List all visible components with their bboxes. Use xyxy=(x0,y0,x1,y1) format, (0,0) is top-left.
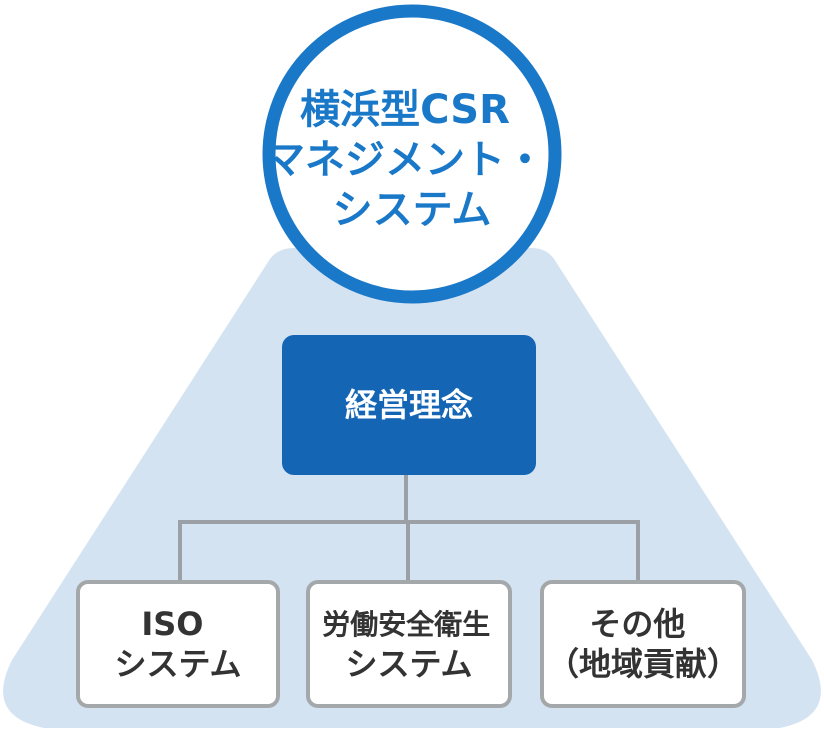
system-other-label: その他 （地域貢献） xyxy=(547,605,739,683)
system-box-other xyxy=(540,580,746,708)
system-other-line-2: （地域貢献） xyxy=(547,645,739,683)
system-safety-line-2: システム xyxy=(345,645,472,683)
csr-system-circle xyxy=(262,4,562,304)
connector-lines xyxy=(178,475,640,584)
csr-title-line-3: システム xyxy=(333,187,492,233)
system-box-iso xyxy=(76,580,280,708)
system-iso-line-2: システム xyxy=(114,645,241,683)
philosophy-label: 経営理念 xyxy=(345,386,473,424)
system-safety-line-1: 労働安全衛生 xyxy=(322,608,490,641)
csr-system-title: 横浜型CSR マネジメント・ システム xyxy=(265,87,559,233)
system-other-line-1: その他 xyxy=(589,605,685,643)
csr-title-line-2: マネジメント・ xyxy=(265,137,545,183)
system-iso-label: ISO システム xyxy=(114,605,241,683)
system-box-safety xyxy=(306,580,512,708)
csr-title-line-1: 横浜型CSR xyxy=(300,87,510,133)
system-safety-label: 労働安全衛生 システム xyxy=(322,608,496,684)
system-iso-line-1: ISO xyxy=(141,605,203,643)
philosophy-box xyxy=(282,335,536,475)
